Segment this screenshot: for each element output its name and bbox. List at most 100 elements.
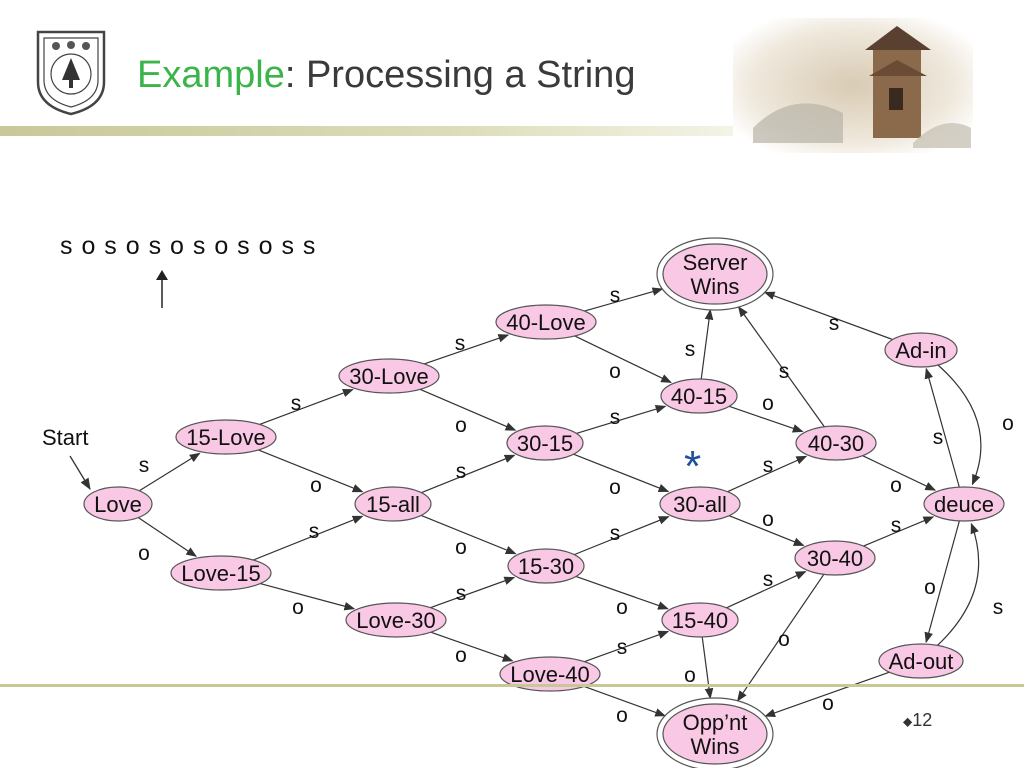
edge-label: o [924,576,936,599]
edge-line [924,520,960,644]
state-ellipse [499,656,601,692]
edge-40-love-to-server-wins: s [584,284,664,312]
state-node-30-all: 30-all [659,486,741,522]
edge-line [736,573,825,702]
edge-label: o [455,414,467,437]
state-node-love-40: Love-40 [499,656,601,692]
edge-label: s [610,522,621,545]
edge-15-love-to-30-love: s [259,388,354,425]
edge-30-love-to-30-15: o [419,388,517,437]
state-node-deuce: deuce [923,486,1005,522]
edge-line [419,388,517,431]
edge-30-love-to-40-love: s [423,332,510,365]
state-label: Ad-out [889,649,954,674]
start-marker: Start [42,425,91,491]
edge-line [576,404,667,434]
edge-label: s [291,392,302,415]
edge-love-30-to-love-40: o [430,631,514,667]
edge-15-40-to-30-40: s [726,568,807,609]
edge-ad-in-to-deuce: o [937,364,1014,486]
edge-label: o [822,692,834,715]
edge-line [423,334,510,365]
edge-label: s [763,454,774,477]
state-ellipse [506,425,584,461]
state-ellipse [495,304,597,340]
state-node-love-30: Love-30 [345,602,447,638]
edge-30-15-to-40-15: s [576,404,667,434]
edge-40-15-to-40-30: o [728,392,804,433]
edge-label: o [609,476,621,499]
title-rest: : Processing a String [284,54,636,96]
edge-line [727,455,808,493]
edge-deuce-to-ad-out: o [924,520,960,644]
edge-30-all-to-40-30: s [727,454,808,493]
star-marker: * [684,442,701,491]
header-bar [0,126,740,136]
edge-ad-out-to-deuce: s [937,522,1003,646]
state-label: Wins [691,274,740,299]
edge-15-love-to-15-all: o [258,449,364,497]
edge-line [258,449,364,493]
state-node-15-love: 15-Love [175,419,277,455]
state-label: 15-30 [518,554,574,579]
state-node-30-40: 30-40 [794,540,876,576]
edge-label: s [139,454,150,477]
state-ellipse [662,703,768,765]
title-keyword: Example [137,54,285,96]
state-label: deuce [934,492,994,517]
edge-line [430,631,514,662]
state-ellipse [338,358,440,394]
state-label: Love-30 [356,608,436,633]
edge-line [259,388,354,425]
slide-number: ◆12 [903,710,933,730]
state-ellipse [878,643,964,679]
state-node-ad-out: Ad-out [878,643,964,679]
edge-line [728,405,804,433]
state-node-love-15: Love-15 [170,555,272,591]
edge-line [924,367,960,488]
edge-label: s [891,514,902,537]
state-node-40-30: 40-30 [795,425,877,461]
edge-love-to-love-15: o [138,517,197,565]
state-label: 30-40 [807,546,863,571]
state-label: Ad-in [895,338,946,363]
state-label: 30-15 [517,431,573,456]
edge-line [584,287,664,312]
state-ellipse [345,602,447,638]
footer-line [0,684,1024,687]
edge-line [863,516,935,547]
input-sequence: s o s o s o s o s o s s [60,232,317,260]
edge-30-40-to-opp-wins: o [736,573,825,702]
state-ellipse [83,486,153,522]
edge-label: o [778,628,790,651]
state-label: 30-all [673,492,727,517]
edge-love-15-to-love-30: o [260,582,356,619]
state-label: 15-Love [186,425,266,450]
edge-line [763,291,893,341]
edge-line [728,515,805,546]
state-label: Wins [691,734,740,759]
state-label: 40-15 [671,384,727,409]
sequence-pointer-arrow [156,270,168,308]
edge-label: o [310,474,322,497]
edge-line [726,570,807,609]
edge-line [138,517,197,557]
edge-line [421,454,516,494]
edge-label: o [455,644,467,667]
edge-label: o [138,542,150,565]
edge-line [430,576,516,609]
edge-line [737,306,825,428]
state-ellipse [794,540,876,576]
edge-label: o [609,360,621,383]
edge-line [574,335,672,383]
edge-line [139,452,201,492]
edge-line [584,630,670,663]
edge-label: s [456,460,467,483]
edge-label: o [616,596,628,619]
university-logo [36,30,106,116]
edge-40-15-to-server-wins: s [685,308,714,380]
edge-line [574,516,670,556]
state-label: Love-40 [510,662,590,687]
edge-30-all-to-30-40: o [728,508,805,546]
edge-line [573,453,670,493]
